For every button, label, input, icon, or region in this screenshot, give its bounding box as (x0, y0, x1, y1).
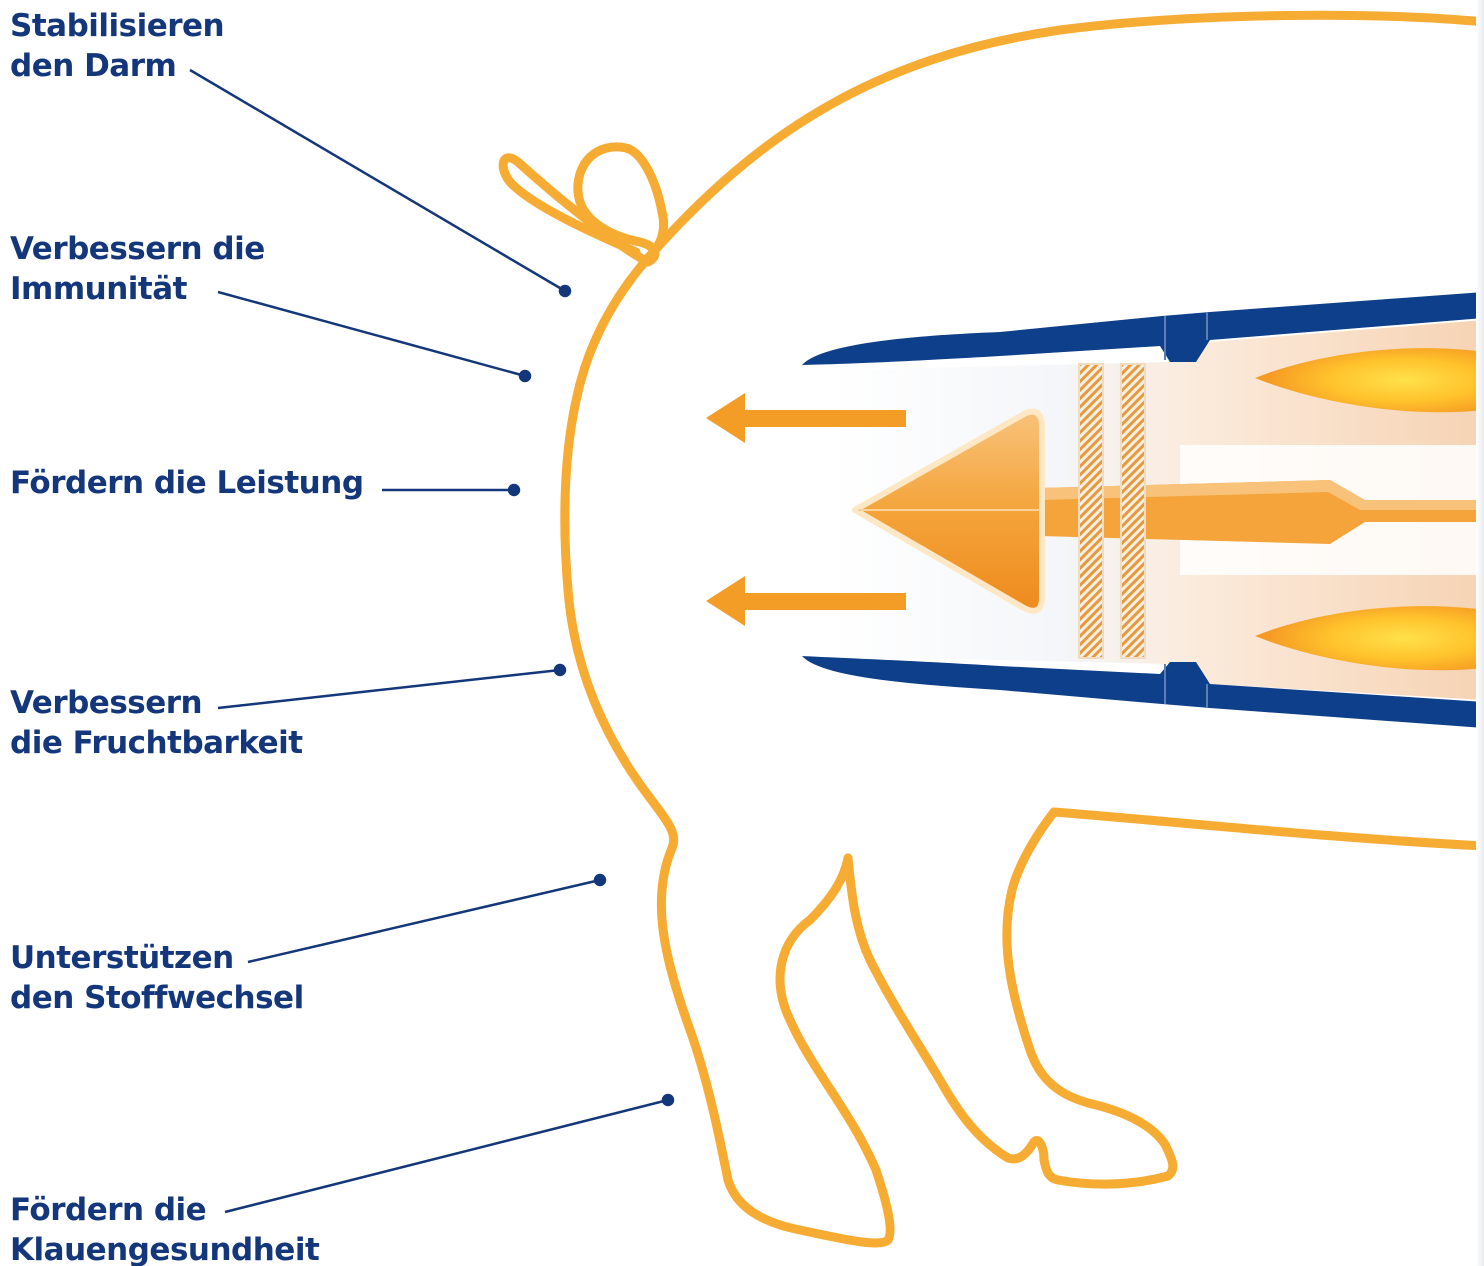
label-klauengesundheit: Fördern die Klauengesundheit (10, 1190, 319, 1266)
label-darm-line-2: den Darm (10, 46, 224, 86)
leader-dot-klauengesundheit (663, 1095, 673, 1105)
leader-dot-stoffwechsel (595, 875, 605, 885)
right-edge-shadow (1476, 0, 1484, 1266)
label-immunitaet-line-2: Immunität (10, 269, 265, 309)
pig-belly-outline (1054, 812, 1484, 846)
label-stoffwechsel: Unterstützen den Stoffwechsel (10, 938, 304, 1018)
label-fruchtbarkeit: Verbessern die Fruchtbarkeit (10, 683, 303, 763)
label-leistung: Fördern die Leistung (10, 463, 364, 503)
turbine-blade-2 (1121, 364, 1145, 658)
label-stoffwechsel-line-1: Unterstützen (10, 938, 304, 978)
label-stoffwechsel-line-2: den Stoffwechsel (10, 978, 304, 1018)
label-darm-line-1: Stabilisieren (10, 6, 224, 46)
label-klauengesundheit-line-2: Klauengesundheit (10, 1230, 319, 1266)
label-leistung-line-1: Fördern die Leistung (10, 463, 364, 503)
label-fruchtbarkeit-line-2: die Fruchtbarkeit (10, 723, 303, 763)
label-fruchtbarkeit-line-1: Verbessern (10, 683, 303, 723)
label-darm: Stabilisieren den Darm (10, 6, 224, 86)
leader-dot-leistung (509, 485, 519, 495)
label-immunitaet-line-1: Verbessern die (10, 229, 265, 269)
turbine-blade-1 (1079, 364, 1103, 658)
label-immunitaet: Verbessern die Immunität (10, 229, 265, 309)
pig-inner-leg-outline (848, 812, 1173, 1184)
leader-dot-fruchtbarkeit (555, 665, 565, 675)
pig-tail-icon (503, 147, 663, 262)
label-klauengesundheit-line-1: Fördern die (10, 1190, 319, 1230)
leader-dot-immunitaet (520, 371, 530, 381)
leader-dot-darm (560, 286, 570, 296)
